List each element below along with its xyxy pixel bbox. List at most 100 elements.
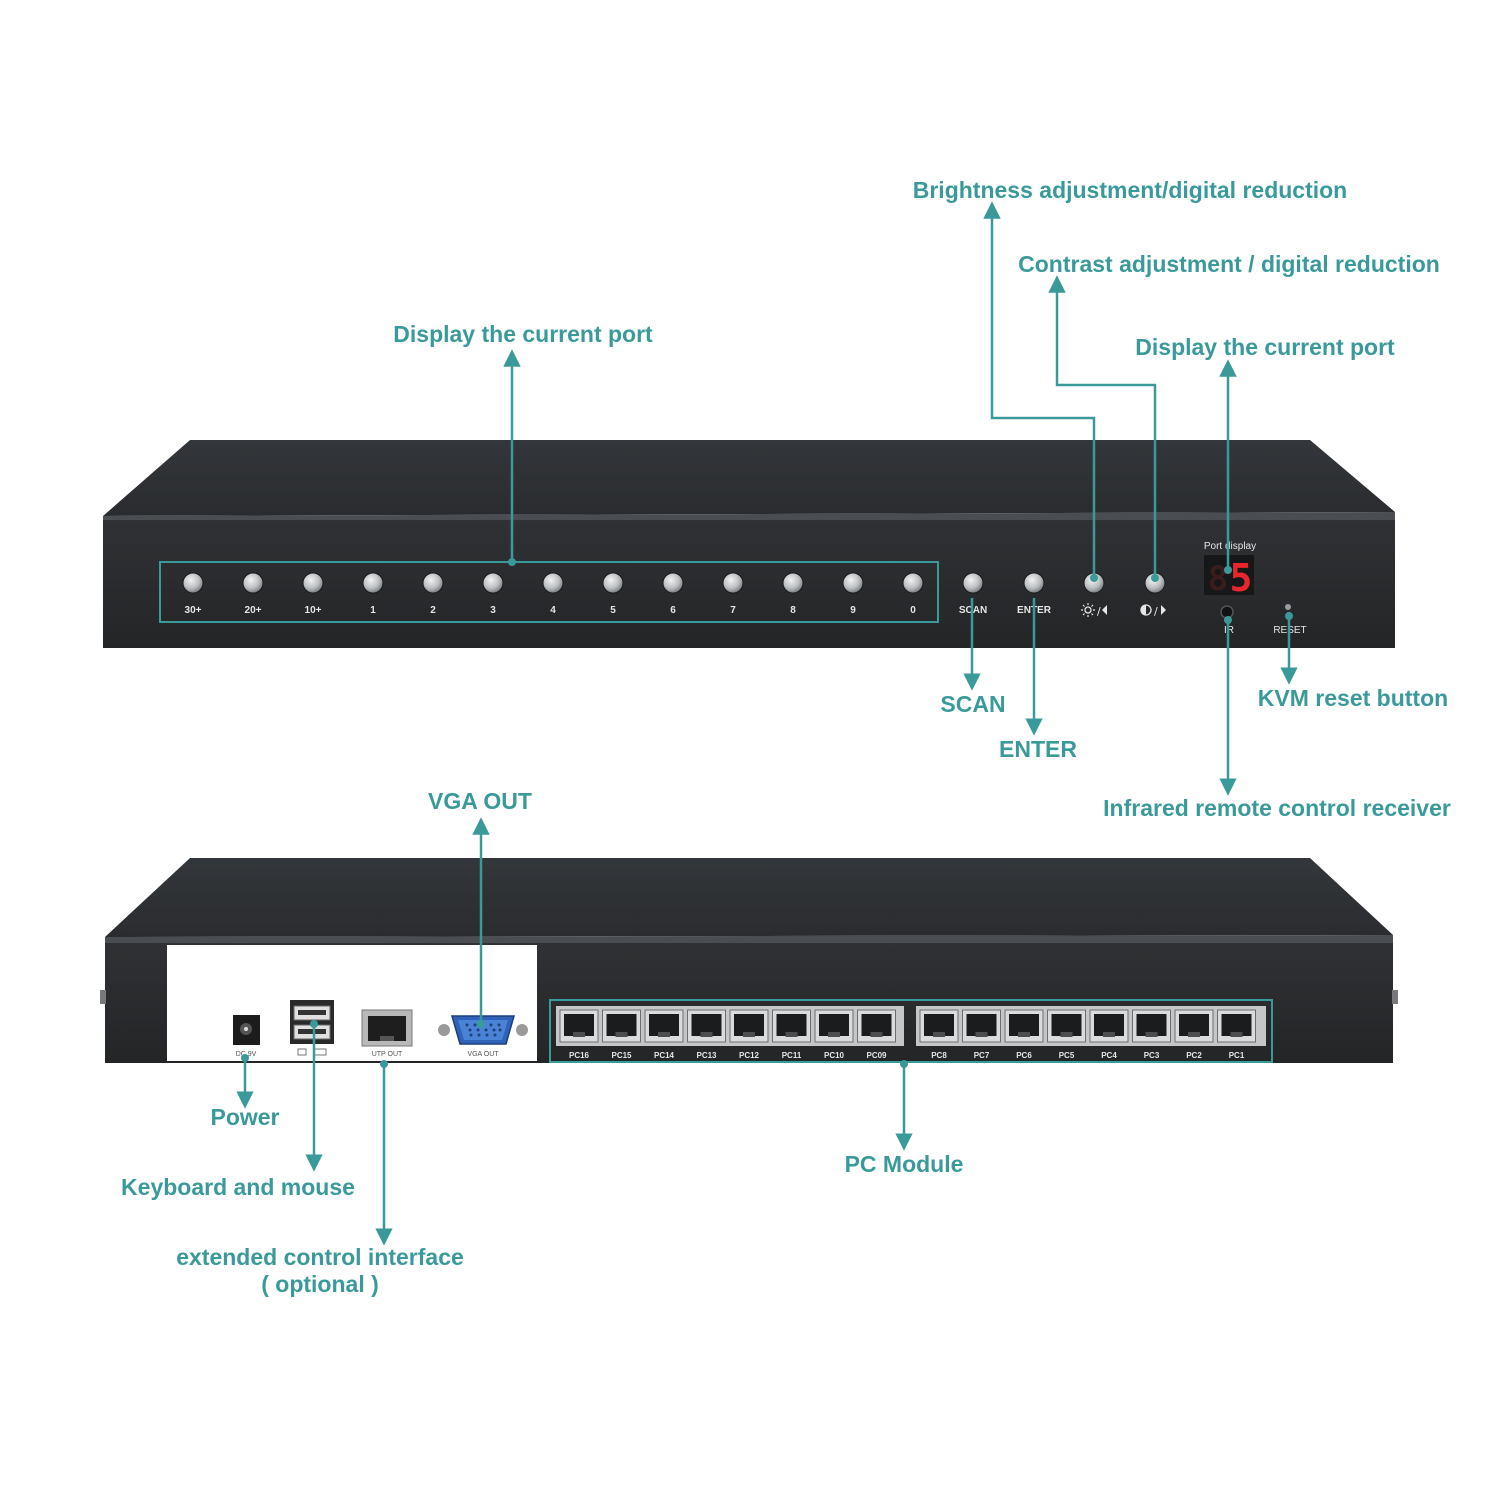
number-key-cap[interactable]	[602, 572, 624, 594]
number-key-cap[interactable]	[722, 572, 744, 594]
pc-port-pc15[interactable]: PC15	[602, 1009, 641, 1060]
callout-pc-module: PC Module	[845, 1151, 964, 1177]
number-key-label: 9	[850, 605, 856, 616]
rj45-clip	[828, 1032, 840, 1037]
number-key-cap[interactable]	[902, 572, 924, 594]
callout-display-port-right: Display the current port	[1135, 334, 1395, 360]
pc-port-pc14[interactable]: PC14	[644, 1009, 684, 1060]
rear-device: DC 9V UTP OUT	[100, 858, 1398, 1063]
pc-port-label: PC1	[1229, 1051, 1245, 1060]
rj45-clip	[615, 1032, 628, 1037]
dc-power-jack[interactable]: DC 9V	[233, 1015, 260, 1058]
callout-line-brightness	[983, 201, 1096, 576]
pc-port-pc12[interactable]: PC12	[729, 1009, 769, 1060]
pc-port-label: PC10	[824, 1051, 845, 1060]
rj45-socket	[691, 1014, 722, 1036]
number-key-label: 3	[490, 605, 496, 616]
brightness-button[interactable]: /	[1081, 572, 1107, 618]
front-device-face	[103, 520, 1395, 648]
utp-label: UTP OUT	[372, 1051, 403, 1058]
number-keys-frame	[159, 561, 939, 623]
pc-port-label: PC09	[866, 1051, 887, 1060]
number-key-cap[interactable]	[482, 572, 504, 594]
pc-port-pc11[interactable]: PC11	[772, 1009, 811, 1060]
number-key-cap[interactable]	[242, 572, 264, 594]
pc-port-pc10[interactable]: PC10	[814, 1009, 854, 1060]
pc-port-pc4[interactable]: PC4	[1089, 1009, 1129, 1060]
vga-out-port[interactable]: VGA OUT	[438, 1015, 528, 1058]
callout-lines	[236, 201, 1298, 1246]
rj45-socket	[924, 1014, 954, 1036]
number-key-label: 10+	[305, 605, 322, 616]
contrast-button[interactable]: /	[1140, 572, 1166, 618]
number-key-cap[interactable]	[422, 572, 444, 594]
number-key-cap[interactable]	[182, 572, 204, 594]
pc-port-pc6[interactable]: PC6	[1004, 1009, 1044, 1060]
number-key-5[interactable]: 2	[422, 572, 444, 616]
rj45-socket	[776, 1014, 807, 1036]
pc-port-pc1[interactable]: PC1	[1217, 1009, 1256, 1060]
front-device-top	[103, 440, 1395, 516]
rj45-socket	[1094, 1014, 1124, 1036]
number-key-2[interactable]: 20+	[242, 572, 264, 616]
rj45-socket	[606, 1014, 637, 1036]
number-key-8[interactable]: 5	[602, 572, 624, 616]
rj45-socket	[966, 1014, 997, 1036]
number-key-label: 7	[730, 605, 736, 616]
callout-enter: ENTER	[999, 736, 1077, 762]
utp-out-port[interactable]: UTP OUT	[361, 1009, 413, 1058]
contrast-right-arrow-icon: /	[1140, 604, 1166, 618]
rear-device-edge	[105, 935, 1393, 945]
pc-module-frame	[549, 999, 1273, 1063]
callout-anchor-dots	[241, 558, 1293, 1068]
number-key-label: 4	[550, 605, 556, 616]
pc-port-pc13[interactable]: PC13	[687, 1009, 726, 1060]
pc-port-label: PC12	[739, 1051, 760, 1060]
number-key-cap[interactable]	[842, 572, 864, 594]
pc-port-label: PC13	[696, 1051, 717, 1060]
rj45-socket	[1051, 1014, 1082, 1036]
number-key-cap[interactable]	[302, 572, 324, 594]
rj45-clip	[785, 1032, 798, 1037]
number-key-cap[interactable]	[542, 572, 564, 594]
svg-text:8: 8	[1208, 559, 1228, 599]
pc-port-label: PC2	[1186, 1051, 1202, 1060]
rj45-clip	[933, 1032, 945, 1037]
vga-label: VGA OUT	[467, 1051, 499, 1058]
number-key-12[interactable]: 9	[842, 572, 864, 616]
number-key-11[interactable]: 8	[782, 572, 804, 616]
number-key-1[interactable]: 30+	[182, 572, 204, 616]
number-key-6[interactable]: 3	[482, 572, 504, 616]
number-key-10[interactable]: 7	[722, 572, 744, 616]
number-key-9[interactable]: 6	[662, 572, 684, 616]
number-key-4[interactable]: 1	[362, 572, 384, 616]
pc-port-label: PC5	[1059, 1051, 1075, 1060]
rj45-clip	[870, 1032, 883, 1037]
pc-port-pc3[interactable]: PC3	[1132, 1009, 1171, 1060]
reset-pinhole[interactable]	[1285, 604, 1291, 610]
pc-port-pc8[interactable]: PC8	[919, 1009, 959, 1060]
rj45-clip	[1230, 1032, 1243, 1037]
rj45-socket	[1179, 1014, 1209, 1036]
number-key-7[interactable]: 4	[542, 572, 564, 616]
pc-port-label: PC15	[611, 1051, 632, 1060]
number-key-cap[interactable]	[662, 572, 684, 594]
sun-left-arrow-icon: /	[1081, 603, 1107, 618]
rj45-socket	[819, 1014, 849, 1036]
pc-port-label: PC6	[1016, 1051, 1032, 1060]
pc-port-pc2[interactable]: PC2	[1174, 1009, 1214, 1060]
number-key-cap[interactable]	[362, 572, 384, 594]
callout-brightness: Brightness adjustment/digital reduction	[913, 177, 1347, 203]
pc-port-pc09[interactable]: PC09	[857, 1009, 896, 1060]
rj45-clip	[1145, 1032, 1158, 1037]
number-key-13[interactable]: 0	[902, 572, 924, 616]
number-key-3[interactable]: 10+	[302, 572, 324, 616]
number-key-cap[interactable]	[782, 572, 804, 594]
pc-port-pc7[interactable]: PC7	[962, 1009, 1001, 1060]
pc-port-pc5[interactable]: PC5	[1047, 1009, 1086, 1060]
pc-port-pc16[interactable]: PC16	[559, 1009, 599, 1060]
callout-power: Power	[210, 1104, 279, 1130]
